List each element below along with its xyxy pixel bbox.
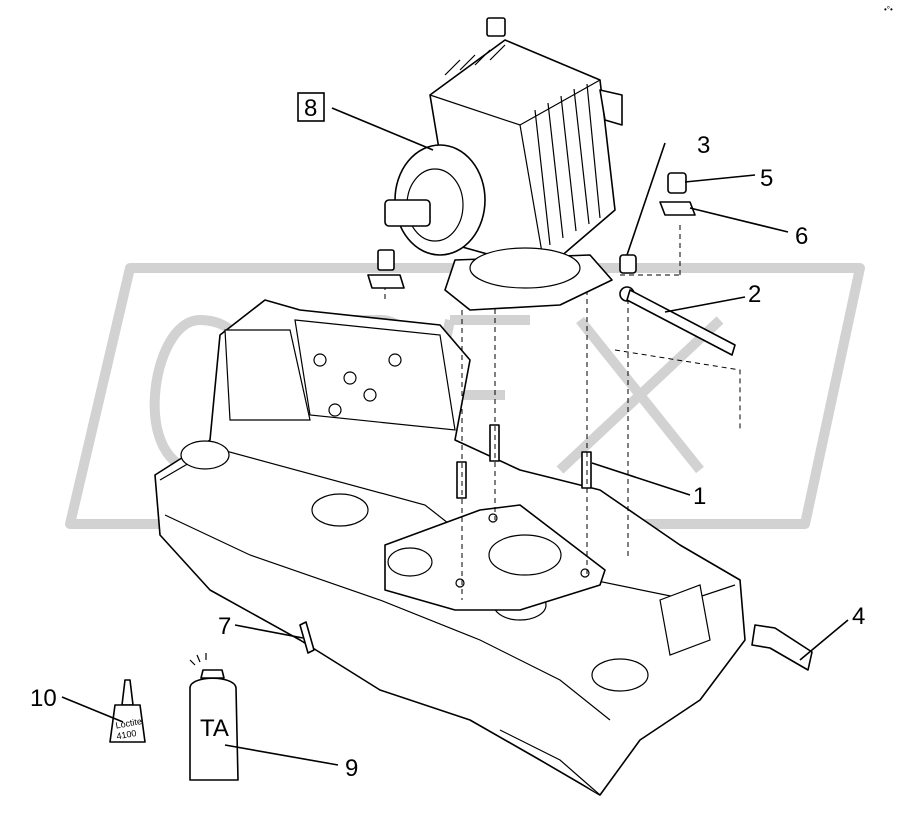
callout-5: 5 [760,165,773,192]
bolt-4 [751,624,813,671]
callout-8-box [297,92,325,122]
callout-4: 4 [852,603,865,630]
callout-7: 7 [218,613,231,640]
corner-mark: •°• [884,5,893,14]
callout-10: 10 [30,685,57,712]
tube-label-line-2: 4100 [116,728,137,741]
lock-plate-6 [659,201,696,216]
cap-5 [667,172,687,194]
bottle-label: TA [200,715,229,742]
callout-8: 8 [304,95,317,122]
lock-plate-left [367,274,405,289]
rod-2 [626,289,736,356]
callout-6: 6 [795,223,808,250]
pin-7 [299,621,315,654]
bolt-3 [619,254,637,274]
callout-9: 9 [345,755,358,782]
callout-2: 2 [748,281,761,308]
cap-left [377,249,395,271]
gearbox [384,17,623,311]
callout-1: 1 [693,483,706,510]
spray-bottle: TA [189,653,239,781]
mounting-plate [384,504,606,611]
callout-leaders [61,107,849,766]
tube-label-line-1: Loctite [115,716,143,730]
callout-labels: 8 1 2 3 4 5 6 7 9 10 [30,92,865,782]
loctite-tube: Loctite 4100 [109,679,146,743]
callout-3: 3 [697,132,710,159]
alignment-lines [384,225,741,600]
small-hardware [299,172,813,671]
